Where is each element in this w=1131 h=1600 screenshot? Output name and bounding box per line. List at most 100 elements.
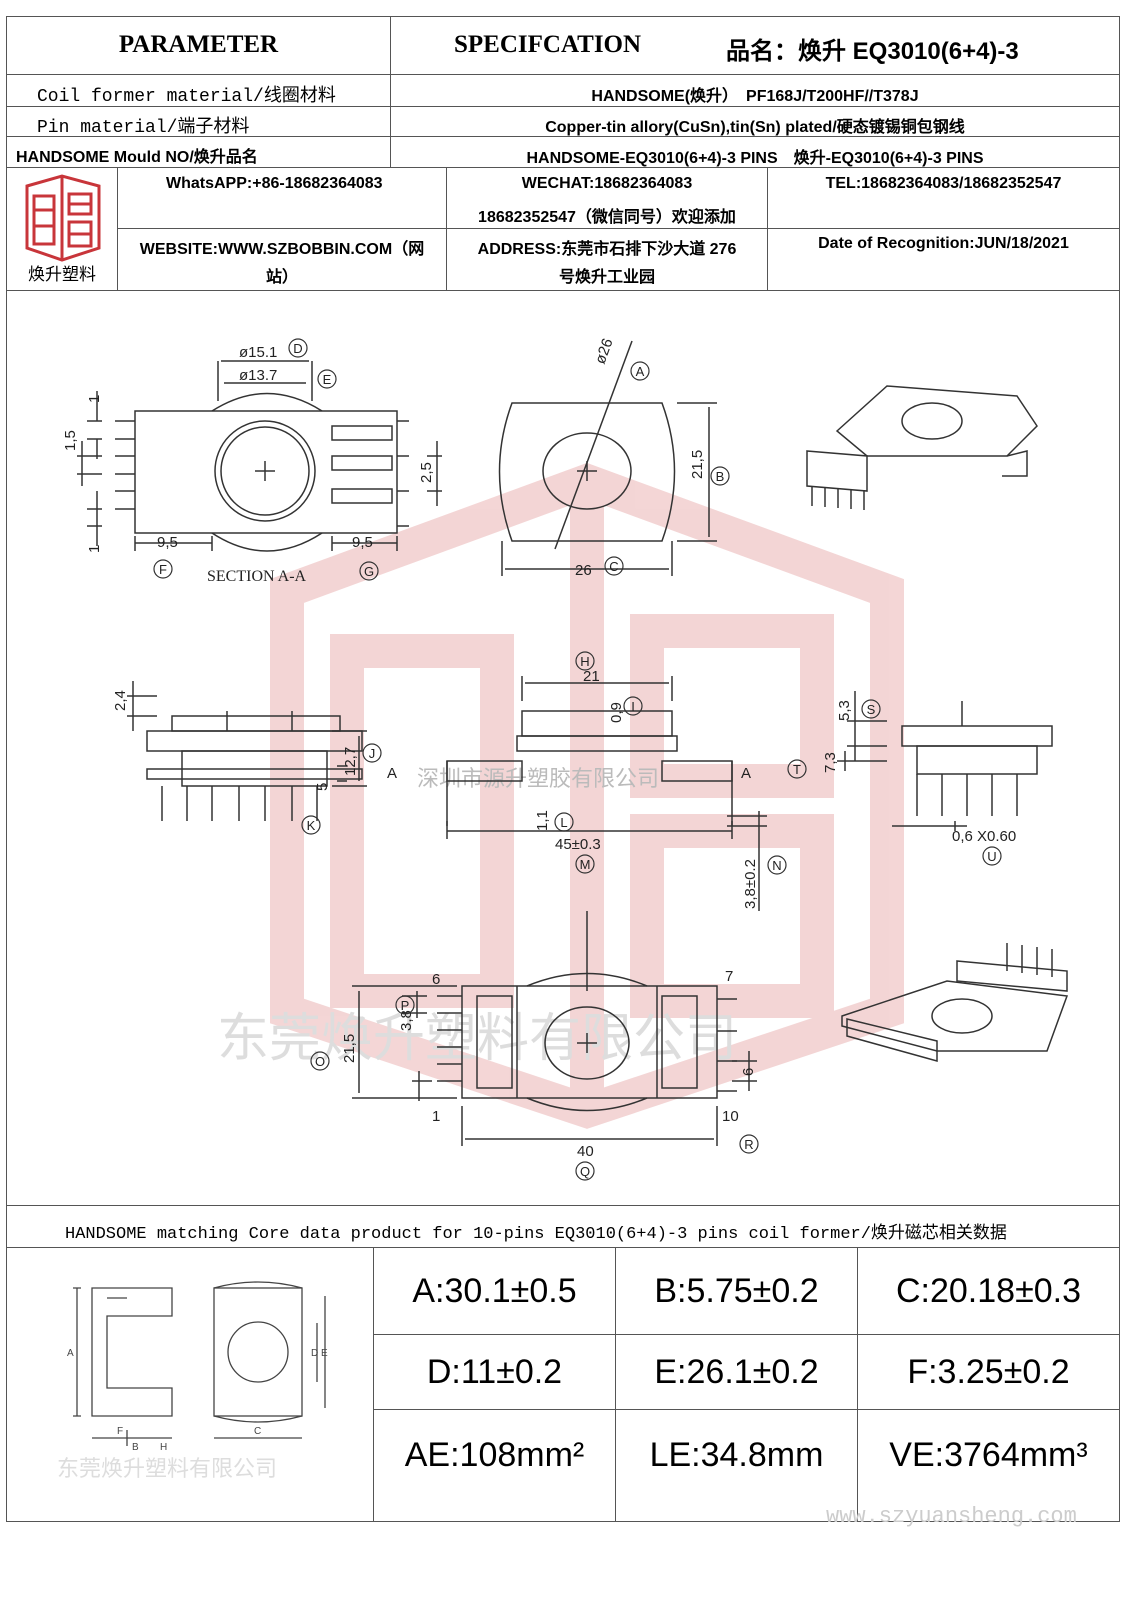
callout-b: B [716, 469, 725, 484]
dim-d9-5b: 9,5 [352, 534, 373, 551]
dim-d2-5: 2,5 [418, 462, 435, 483]
callout-g: G [364, 564, 374, 579]
mould-no-label: HANDSOME Mould NO/焕升品名 [16, 149, 258, 166]
callout-t: T [793, 762, 801, 777]
dim-d26w: 26 [575, 562, 592, 579]
core-value-ae: AE:108mm² [404, 1436, 585, 1474]
core-value-a: A:30.1±0.5 [412, 1272, 577, 1310]
recognition-date: Date of Recognition:JUN/18/2021 [818, 235, 1069, 252]
watermark-line: 深圳市源升塑胶有限公司 [417, 766, 659, 791]
dim-d1a: 1 [86, 395, 103, 403]
dim-d45: 45±0.3 [555, 836, 601, 853]
core-label-a: A [67, 1348, 74, 1359]
callout-h: H [580, 654, 589, 669]
spec-row-0-value-cell: HANDSOME(焕升） PF168J/T200HF//T378J [390, 74, 1120, 107]
core-value-cell: F:3.25±0.2 [857, 1334, 1120, 1410]
product-name: 品名：焕升 EQ3010(6+4)-3 [726, 38, 1019, 65]
logo-cell: 焕升塑料 [6, 167, 118, 291]
section-label: SECTION A-A [207, 568, 307, 585]
dim-d3-8: 3,8±0.2 [742, 859, 759, 909]
core-label-d: D [311, 1348, 318, 1359]
core-data-title: HANDSOME matching Core data product for … [65, 1225, 1007, 1244]
specification-header-cell: SPECIFCATION 品名：焕升 EQ3010(6+4)-3 [390, 16, 1120, 75]
dim-d9-5a: 9,5 [157, 534, 178, 551]
website-cell: WEBSITE:WWW.SZBOBBIN.COM（网 站） [117, 228, 447, 291]
dim-d6: 6 [740, 1068, 757, 1076]
dim-d5-3: 5,3 [836, 700, 853, 721]
dim-d40: 40 [577, 1143, 594, 1160]
wechat-line1: WECHAT:18682364083 [521, 175, 693, 192]
pin-6: 6 [432, 971, 440, 988]
parameter-header: PARAMETER [118, 31, 279, 58]
website-line2: 站） [265, 269, 298, 286]
section-mark-a-left: A [387, 765, 397, 782]
callout-i: I [631, 699, 635, 714]
core-value-cell: D:11±0.2 [373, 1334, 616, 1410]
dim-d7-3: 7,3 [822, 752, 839, 773]
spec-row-0-label-cell: Coil former material/线圈材料 [6, 74, 391, 107]
core-value-cell: LE:34.8mm [615, 1409, 858, 1522]
core-value-c: C:20.18±0.3 [895, 1272, 1081, 1310]
tel-cell: TEL:18682364083/18682352547 [767, 167, 1120, 229]
logo-caption: 焕升塑料 [28, 265, 96, 284]
pin-10: 10 [722, 1108, 739, 1125]
callout-m: M [580, 857, 591, 872]
core-value-f: F:3.25±0.2 [907, 1353, 1070, 1391]
pin-material-label: Pin material/端子材料 [37, 118, 250, 138]
technical-drawing: 深圳市源升塑胶有限公司 东莞焕升塑料有限公司 [62, 336, 1069, 1181]
callout-d: D [293, 341, 302, 356]
core-value-cell: AE:108mm² [373, 1409, 616, 1522]
core-value-b: B:5.75±0.2 [654, 1272, 819, 1310]
core-value-d: D:11±0.2 [426, 1353, 563, 1391]
callout-k: K [307, 818, 316, 833]
core-drawing: 东莞焕升塑料有限公司 A D E F B H C [57, 1281, 328, 1481]
dim-d0-6: 0,6 X0.60 [952, 828, 1016, 845]
callout-p: P [401, 998, 410, 1013]
callout-n: N [772, 858, 781, 873]
website-watermark: www.szyuansheng.com [826, 1504, 1077, 1529]
core-value-cell: VE:3764mm³ [857, 1409, 1120, 1522]
mould-no-value: HANDSOME-EQ3010(6+4)-3 PINS 焕升-EQ3010(6+… [526, 150, 984, 167]
core-label-h: H [160, 1442, 167, 1453]
dim-d3-8b: 3,8 [398, 1010, 415, 1031]
address-cell: ADDRESS:东莞市石排下沙大道 276 号焕升工业园 [446, 228, 768, 291]
dim-d0-9: 0,9 [608, 702, 625, 723]
core-value-cell: B:5.75±0.2 [615, 1247, 858, 1335]
dim-d5: 5 [314, 783, 331, 791]
spec-row-1-label-cell: Pin material/端子材料 [6, 106, 391, 138]
wechat-cell: WECHAT:18682364083 18682352547（微信同号）欢迎添加 [446, 167, 768, 229]
coil-former-material-label: Coil former material/线圈材料 [37, 87, 336, 107]
core-label-f: F [117, 1426, 123, 1437]
core-value-cell: C:20.18±0.3 [857, 1247, 1120, 1335]
core-watermark: 东莞焕升塑料有限公司 [57, 1456, 277, 1481]
callout-f: F [159, 562, 167, 577]
callout-e: E [323, 372, 332, 387]
whatsapp-cell: WhatsAPP:+86-18682364083 [117, 167, 447, 229]
core-value-cell: E:26.1±0.2 [615, 1334, 858, 1410]
core-label-e: E [321, 1348, 328, 1359]
dim-d1b: 1 [86, 545, 103, 553]
core-value-le: LE:34.8mm [649, 1436, 824, 1474]
core-data-title-cell: HANDSOME matching Core data product for … [6, 1205, 1120, 1248]
parameter-header-cell: PARAMETER [6, 16, 391, 75]
callout-u: U [987, 849, 996, 864]
callout-s: S [867, 702, 876, 717]
dim-d21-5: 21,5 [689, 450, 706, 479]
dim-d1-5: 1,5 [62, 430, 79, 451]
address-line2: 号焕升工业园 [558, 269, 655, 286]
date-cell: Date of Recognition:JUN/18/2021 [767, 228, 1120, 291]
core-drawing-cell: 东莞焕升塑料有限公司 A D E F B H C [6, 1247, 374, 1522]
callout-a: A [636, 364, 645, 379]
whatsapp: WhatsAPP:+86-18682364083 [166, 175, 383, 192]
dim-d1-1: 1,1 [534, 810, 551, 831]
section-mark-a-right: A [741, 765, 751, 782]
callout-r: R [744, 1137, 753, 1152]
tel: TEL:18682364083/18682352547 [825, 175, 1062, 192]
spec-row-1-value-cell: Copper-tin allory(CuSn),tin(Sn) plated/硬… [390, 106, 1120, 137]
core-value-e: E:26.1±0.2 [654, 1353, 819, 1391]
core-value-ve: VE:3764mm³ [889, 1436, 1088, 1474]
specification-header: SPECIFCATION [454, 31, 642, 58]
callout-l: L [560, 815, 567, 830]
dim-d12-7: 12,7 [342, 747, 359, 776]
dim-d21-5b: 21,5 [341, 1034, 358, 1063]
